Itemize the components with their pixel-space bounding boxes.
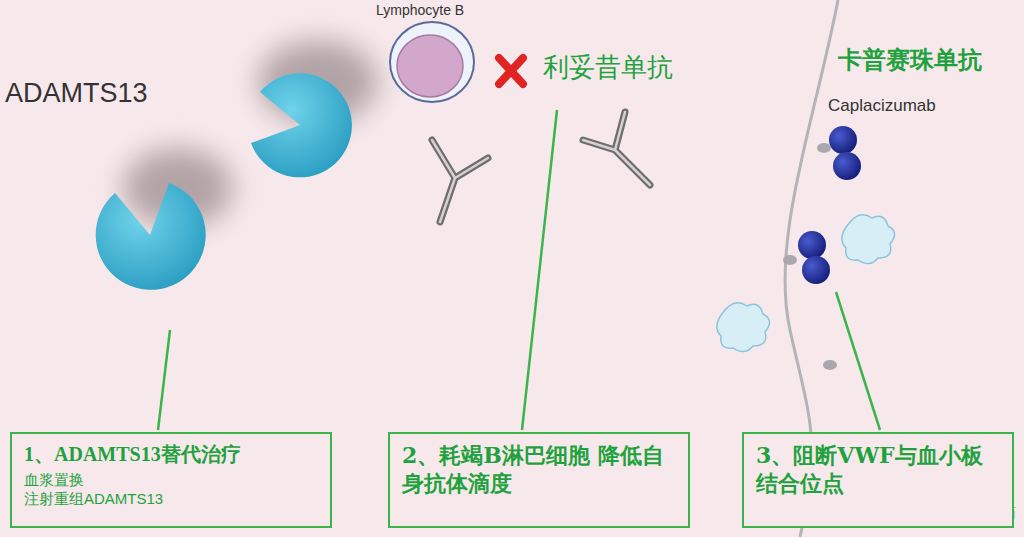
adamts13-enzyme: [96, 183, 206, 290]
adamts13-enzyme: [251, 73, 352, 177]
treatment-box: 1、ADAMTS13替代治疗血浆置换注射重组ADAMTS13: [10, 432, 332, 528]
antibody: [432, 112, 650, 222]
part-label: ADAMTS13: [5, 78, 148, 109]
drug-label: 利妥昔单抗: [543, 50, 673, 85]
lymphocyte-b: [390, 22, 474, 102]
drug-label: Caplacizumab: [828, 96, 936, 116]
red-cross: [499, 58, 523, 84]
box-heading: 2、耗竭B淋巴细胞 降低自身抗体滴度: [402, 442, 676, 497]
box-heading: 3、阻断VWF与血小板结合位点: [756, 442, 1000, 497]
box-body: 血浆置换: [24, 471, 318, 490]
drug-label: 卡普赛珠单抗: [838, 44, 982, 76]
binding-site: [783, 143, 837, 370]
part-label: Lymphocyte B: [376, 2, 464, 18]
leader-line: [158, 110, 880, 430]
platelet: [717, 215, 895, 352]
treatment-box: 3、阻断VWF与血小板结合位点: [742, 432, 1014, 528]
treatment-box: 2、耗竭B淋巴细胞 降低自身抗体滴度: [388, 432, 690, 528]
box-body: 注射重组ADAMTS13: [24, 490, 318, 509]
box-heading: 1、ADAMTS13替代治疗: [24, 442, 318, 467]
